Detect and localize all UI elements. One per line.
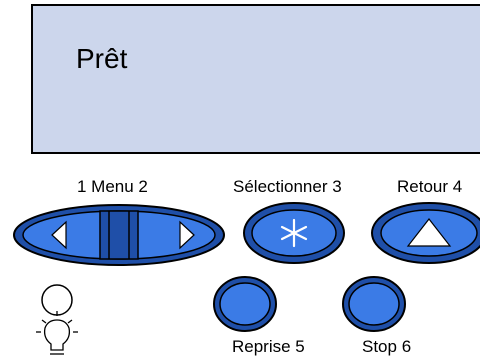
select-button[interactable]: [243, 202, 345, 264]
select-label: Sélectionner 3: [233, 177, 342, 196]
asterisk-icon: [280, 218, 308, 248]
resume-button[interactable]: [213, 276, 277, 332]
status-text: Prêt: [76, 43, 128, 74]
left-arrow-icon: [51, 220, 67, 250]
resume-label: Reprise 5: [232, 337, 305, 356]
menu-label: 1 Menu 2: [77, 177, 148, 196]
up-arrow-icon: [406, 218, 452, 247]
lcd-display: Prêt: [31, 4, 480, 154]
stop-label: Stop 6: [362, 337, 412, 356]
back-label: Retour 4: [397, 177, 463, 196]
stop-button[interactable]: [342, 276, 406, 332]
menu-button[interactable]: [13, 204, 225, 266]
right-arrow-icon: [179, 220, 195, 250]
ready-light-icon: [36, 311, 78, 355]
ready-indicator: [41, 284, 73, 316]
back-button[interactable]: [371, 202, 480, 264]
